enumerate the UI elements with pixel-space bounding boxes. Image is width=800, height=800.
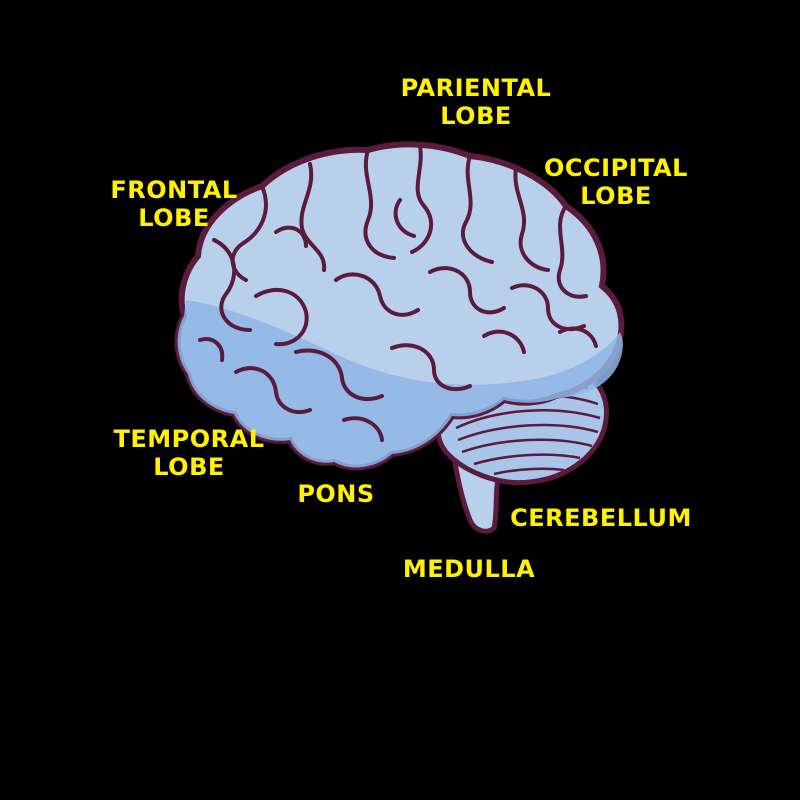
- label-occipital-lobe: OCCIPITAL LOBE: [536, 154, 696, 210]
- label-temporal-line2: LOBE: [153, 453, 225, 481]
- label-frontal-line2: LOBE: [138, 204, 210, 232]
- label-parietal-line2: LOBE: [440, 102, 512, 130]
- label-cerebellum: CEREBELLUM: [506, 504, 696, 532]
- label-temporal-line1: TEMPORAL: [113, 425, 265, 453]
- label-parietal-lobe: PARIENTAL LOBE: [396, 74, 556, 130]
- label-frontal-lobe: FRONTAL LOBE: [94, 176, 254, 232]
- brain-folds: [198, 144, 598, 442]
- label-medulla-text: MEDULLA: [402, 555, 536, 583]
- label-occipital-line1: OCCIPITAL: [544, 154, 688, 182]
- label-frontal-line1: FRONTAL: [110, 176, 238, 204]
- label-temporal-lobe: TEMPORAL LOBE: [104, 425, 274, 481]
- label-cerebellum-text: CEREBELLUM: [510, 504, 692, 532]
- label-occipital-line2: LOBE: [580, 182, 652, 210]
- label-medulla: MEDULLA: [394, 555, 544, 583]
- label-pons-text: PONS: [297, 480, 375, 508]
- label-parietal-line1: PARIENTAL: [400, 74, 552, 102]
- label-pons: PONS: [286, 480, 386, 508]
